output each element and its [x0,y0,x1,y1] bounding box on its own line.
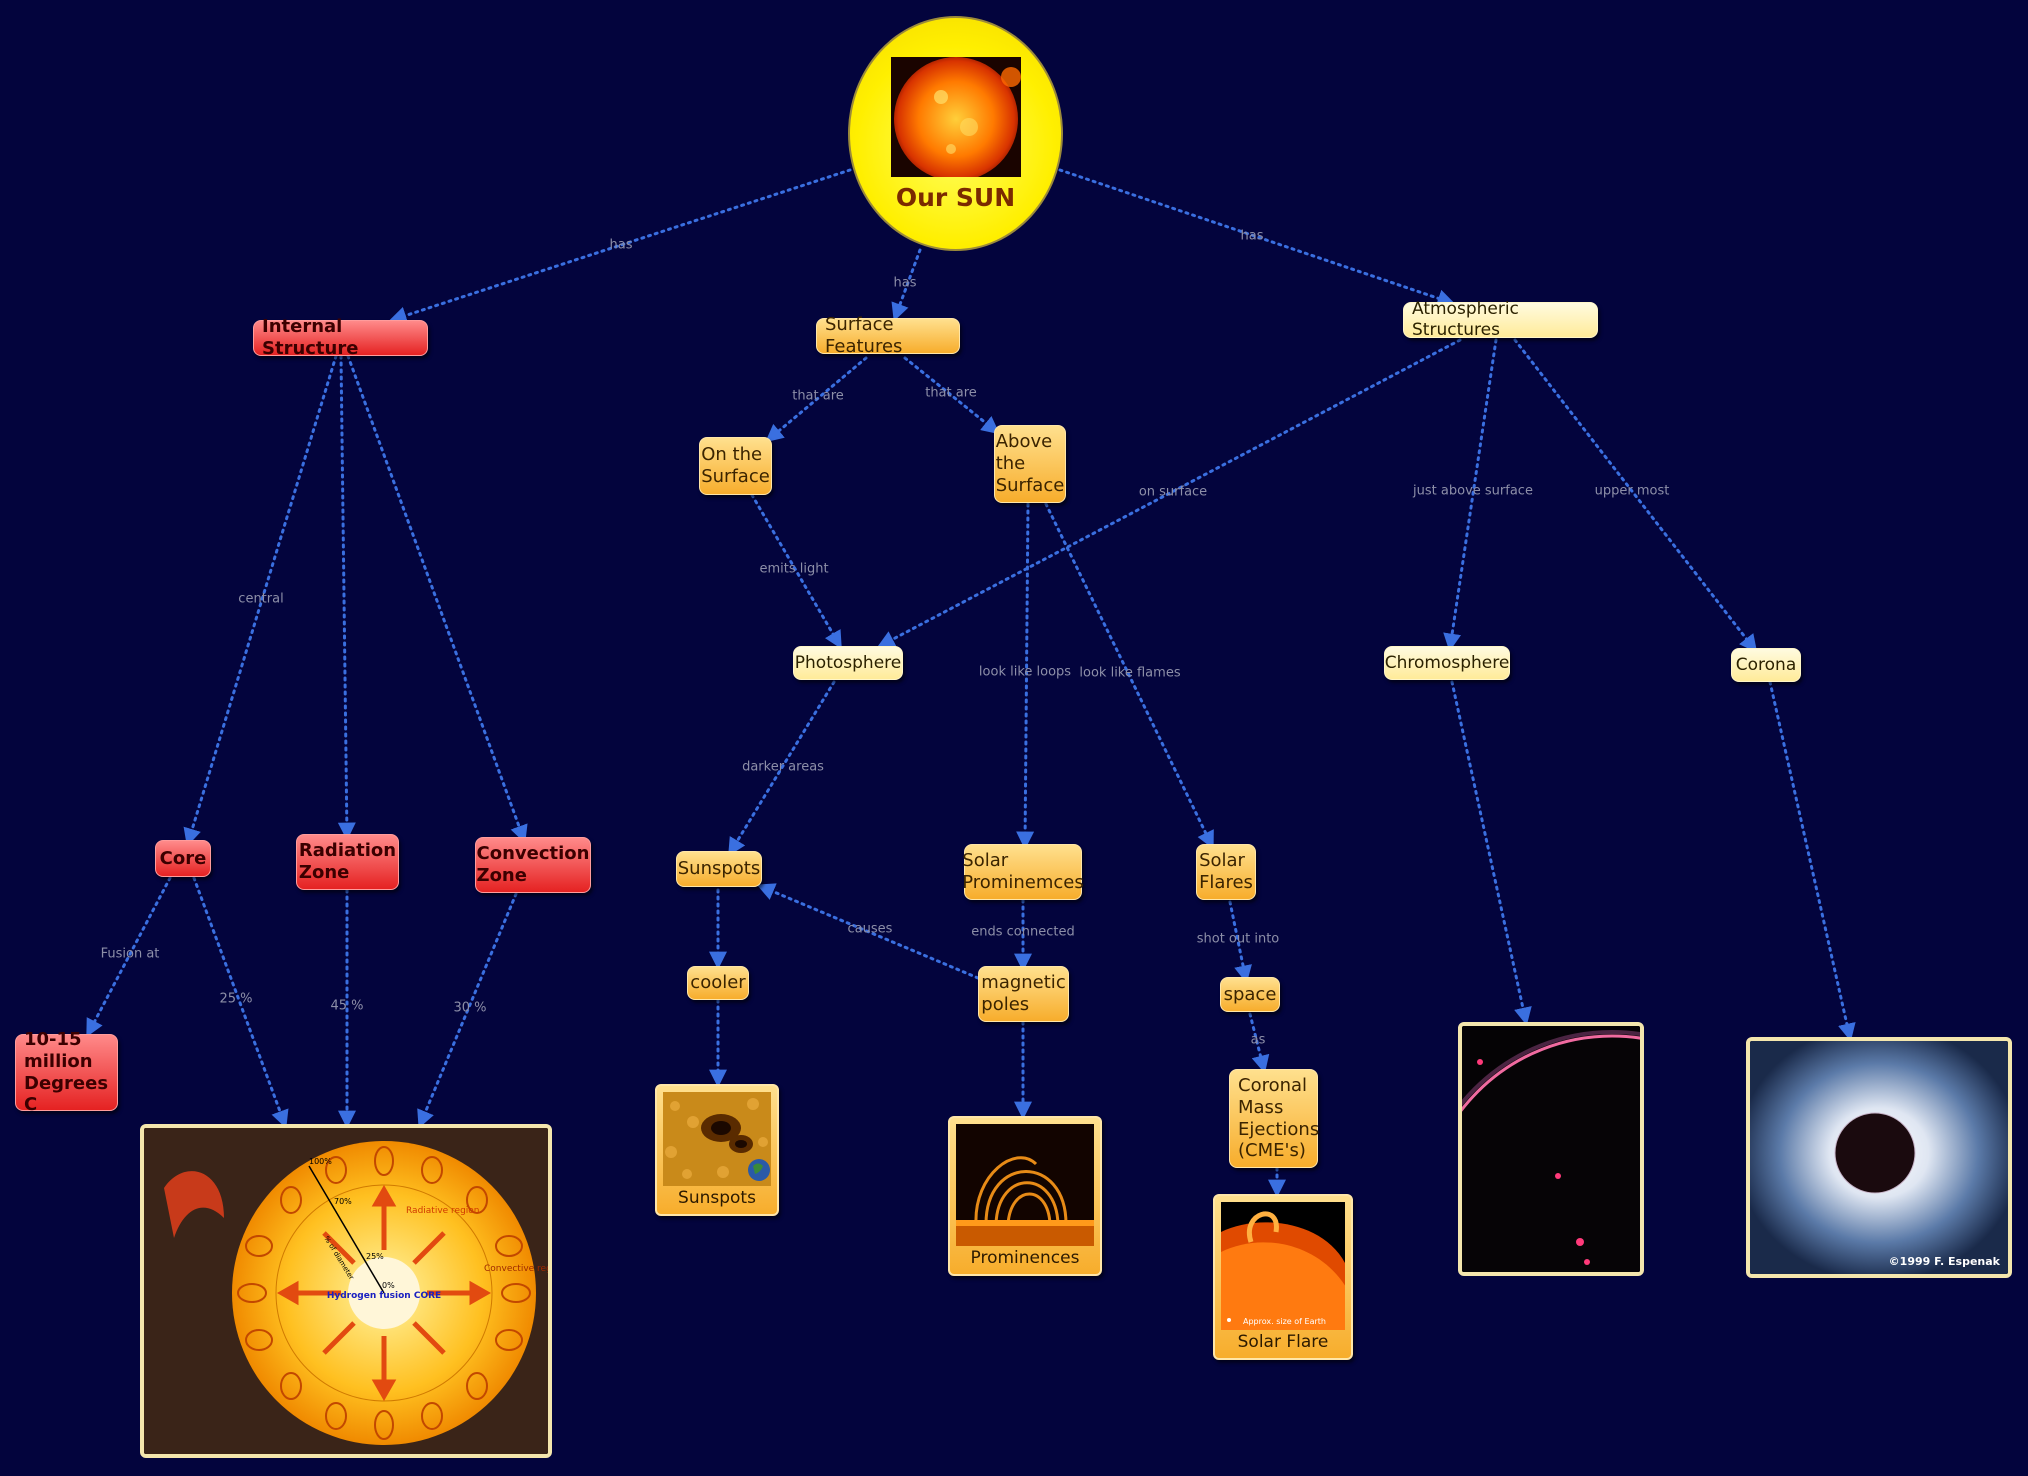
link-label-that-are: that are [792,388,844,404]
link-atmos-chromo [1443,338,1498,652]
link-photo-sunspots [728,680,836,857]
node-space[interactable]: space [1220,977,1280,1012]
node-core-temperature[interactable]: 10-15 million Degrees C [15,1029,118,1115]
solar-flare-caption: Solar Flare [1237,1332,1329,1352]
link-atmos-photo [876,338,1462,648]
link-label-causes: causes [847,921,893,937]
node-corona[interactable]: Corona [1731,648,1801,682]
link-convection-diagram [417,892,518,1129]
prominences-caption: Prominences [970,1248,1080,1268]
link-label-has: has [609,237,633,253]
link-surface-on [765,356,868,443]
interior-pct100: 100% [309,1157,332,1166]
interior-pct70: 70% [334,1197,352,1206]
link-label-45-percent: 45 % [330,998,364,1014]
sunspots-image[interactable]: Sunspots [655,1084,779,1216]
link-label-just-above-surface: just above surface [1413,483,1533,499]
interior-core: Hydrogen fusion CORE [327,1291,441,1301]
link-label-look-like-flames: look like flames [1079,665,1181,681]
link-core-temp [86,876,172,1038]
node-solar-flares[interactable]: Solar Flares [1196,844,1256,900]
sunspots-caption: Sunspots [678,1188,756,1208]
interior-pct0: 0% [382,1281,395,1290]
node-above-the-surface[interactable]: Above the Surface [994,425,1066,503]
node-chromosphere[interactable]: Chromosphere [1384,646,1510,680]
link-label-darker-areas: darker areas [742,759,824,775]
link-internal-radiation [337,354,356,841]
chromosphere-image[interactable] [1458,1022,1644,1276]
sun-interior-diagram[interactable]: 100% 70% 25% 0% % of diameter Radiative … [140,1124,552,1458]
corona-credit: ©1999 F. Espenak [1888,1255,2000,1268]
link-sun-surface [891,248,922,322]
link-label-as: as [1250,1032,1266,1048]
link-on-photo [750,493,842,650]
link-above-flares [1044,502,1214,850]
link-label-25-percent: 25 % [219,991,253,1007]
link-internal-core [183,354,338,847]
interior-convective: Convective region [484,1264,548,1274]
node-photosphere[interactable]: Photosphere [793,646,903,680]
link-above-prom [1016,502,1035,850]
link-space-cme [1248,1012,1270,1074]
node-internal-structure[interactable]: Internal Structure [253,316,428,359]
link-chromo-image [1450,680,1532,1026]
node-core[interactable]: Core [155,840,211,877]
link-label-on-surface: on surface [1138,484,1208,500]
link-flares-space [1228,900,1252,984]
interior-radiative: Radiative region [406,1206,480,1216]
link-magnetic-sunspots [756,883,980,980]
link-label-shot-out-into: shot out into [1196,931,1280,947]
node-solar-prominences[interactable]: Solar Prominemces [962,844,1084,900]
node-atmospheric-structures[interactable]: Atmospheric Structures [1403,299,1598,340]
link-surface-above [903,356,1000,435]
link-internal-convection [346,354,528,844]
link-sun-internal [388,168,852,325]
link-atmos-corona [1513,338,1758,653]
solar-flare-image[interactable]: Approx. size of Earth Solar Flare [1213,1194,1353,1360]
node-magnetic-poles[interactable]: magnetic poles [978,966,1069,1022]
link-label-central: central [238,591,284,607]
node-surface-features[interactable]: Surface Features [816,314,960,357]
interior-pct25: 25% [366,1252,384,1261]
prominences-image[interactable]: Prominences [948,1116,1102,1276]
node-on-the-surface[interactable]: On the Surface [699,437,772,495]
corona-image[interactable]: ©1999 F. Espenak [1746,1037,2012,1278]
node-sunspots[interactable]: Sunspots [676,851,762,887]
node-radiation-zone[interactable]: Radiation Zone [296,834,399,890]
link-label-emits-light: emits light [759,561,829,577]
sun-photo [891,57,1021,177]
link-label-has: has [1240,228,1264,244]
link-label-upper-most: upper most [1594,483,1670,499]
flare-scale-note: Approx. size of Earth [1243,1317,1326,1326]
link-label-ends-connected: ends connected [971,924,1075,940]
link-sun-atmos [1058,168,1456,307]
link-label-30-percent: 30 % [453,1000,487,1016]
link-core-diagram [192,876,289,1129]
root-node-our-sun[interactable]: Our SUN [848,16,1063,251]
root-title: Our SUN [895,183,1016,212]
node-cme[interactable]: Coronal Mass Ejections (CME's) [1229,1069,1319,1168]
node-convection-zone[interactable]: Convection Zone [475,837,591,893]
link-label-fusion-at: Fusion at [100,946,160,962]
link-label-that-are: that are [925,385,977,401]
link-label-look-like-loops: look like loops [978,664,1072,680]
link-corona-image [1768,680,1856,1042]
node-cooler[interactable]: cooler [687,966,749,1000]
link-label-has: has [893,275,917,291]
